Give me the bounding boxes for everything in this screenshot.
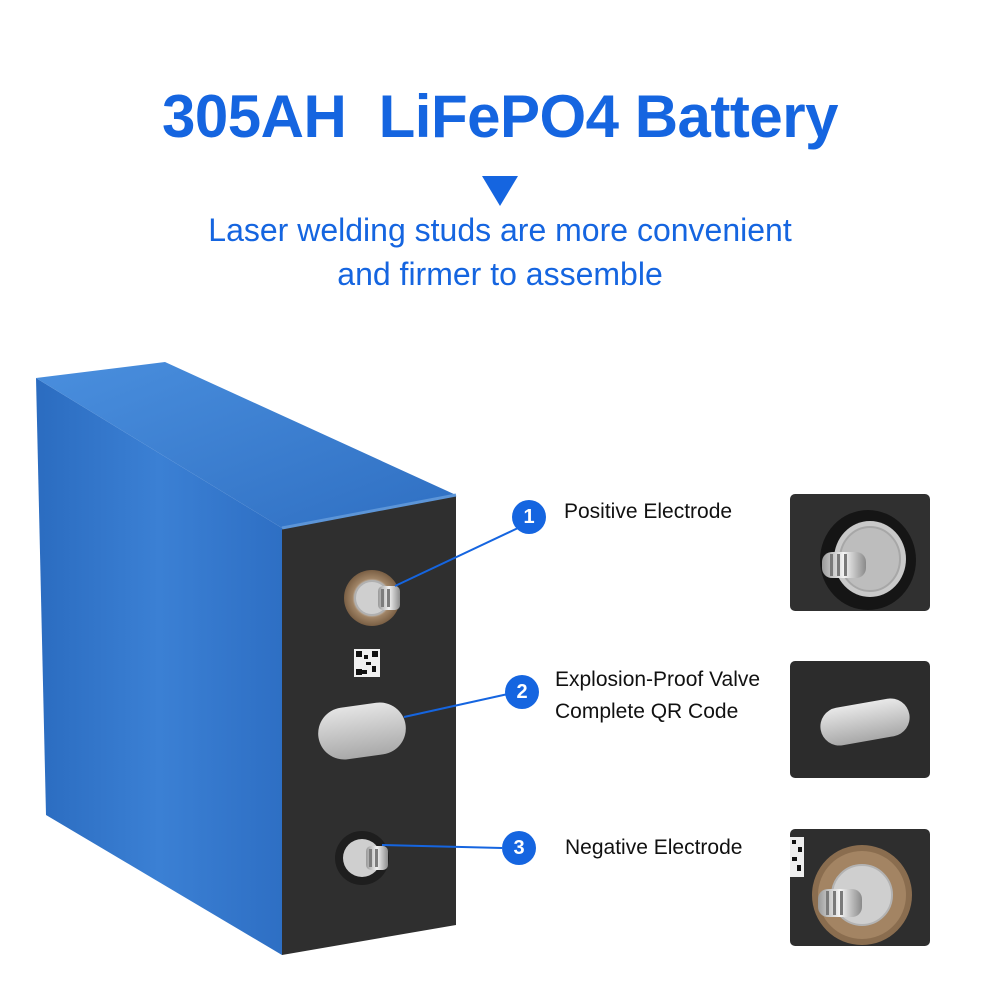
explosion-proof-valve bbox=[318, 702, 406, 760]
battery-illustration bbox=[36, 362, 457, 955]
thumbnail-positive-electrode bbox=[790, 494, 930, 611]
negative-terminal bbox=[335, 831, 389, 885]
callout-number-1: 1 bbox=[512, 500, 546, 534]
qr-code-icon bbox=[354, 649, 380, 677]
battery-side-face bbox=[36, 378, 282, 955]
callout-label-qr: Complete QR Code bbox=[555, 700, 739, 723]
subtitle-line-1: Laser welding studs are more convenient bbox=[208, 212, 792, 248]
callout-label-valve: Explosion-Proof Valve bbox=[555, 668, 761, 691]
battery-top-face bbox=[36, 362, 456, 528]
subtitle-line-2: and firmer to assemble bbox=[337, 256, 663, 292]
callout-label-negative: Negative Electrode bbox=[565, 836, 743, 859]
thumbnail-negative-electrode bbox=[790, 829, 930, 946]
positive-terminal bbox=[344, 570, 400, 626]
callout-number-3: 3 bbox=[502, 831, 536, 865]
page-title: 305AH LiFePO4 Battery bbox=[162, 83, 838, 150]
thumbnail-explosion-proof-valve bbox=[790, 661, 930, 778]
callout-number-2: 2 bbox=[505, 675, 539, 709]
down-arrow-icon bbox=[482, 176, 518, 206]
callout-label-positive: Positive Electrode bbox=[564, 500, 733, 523]
